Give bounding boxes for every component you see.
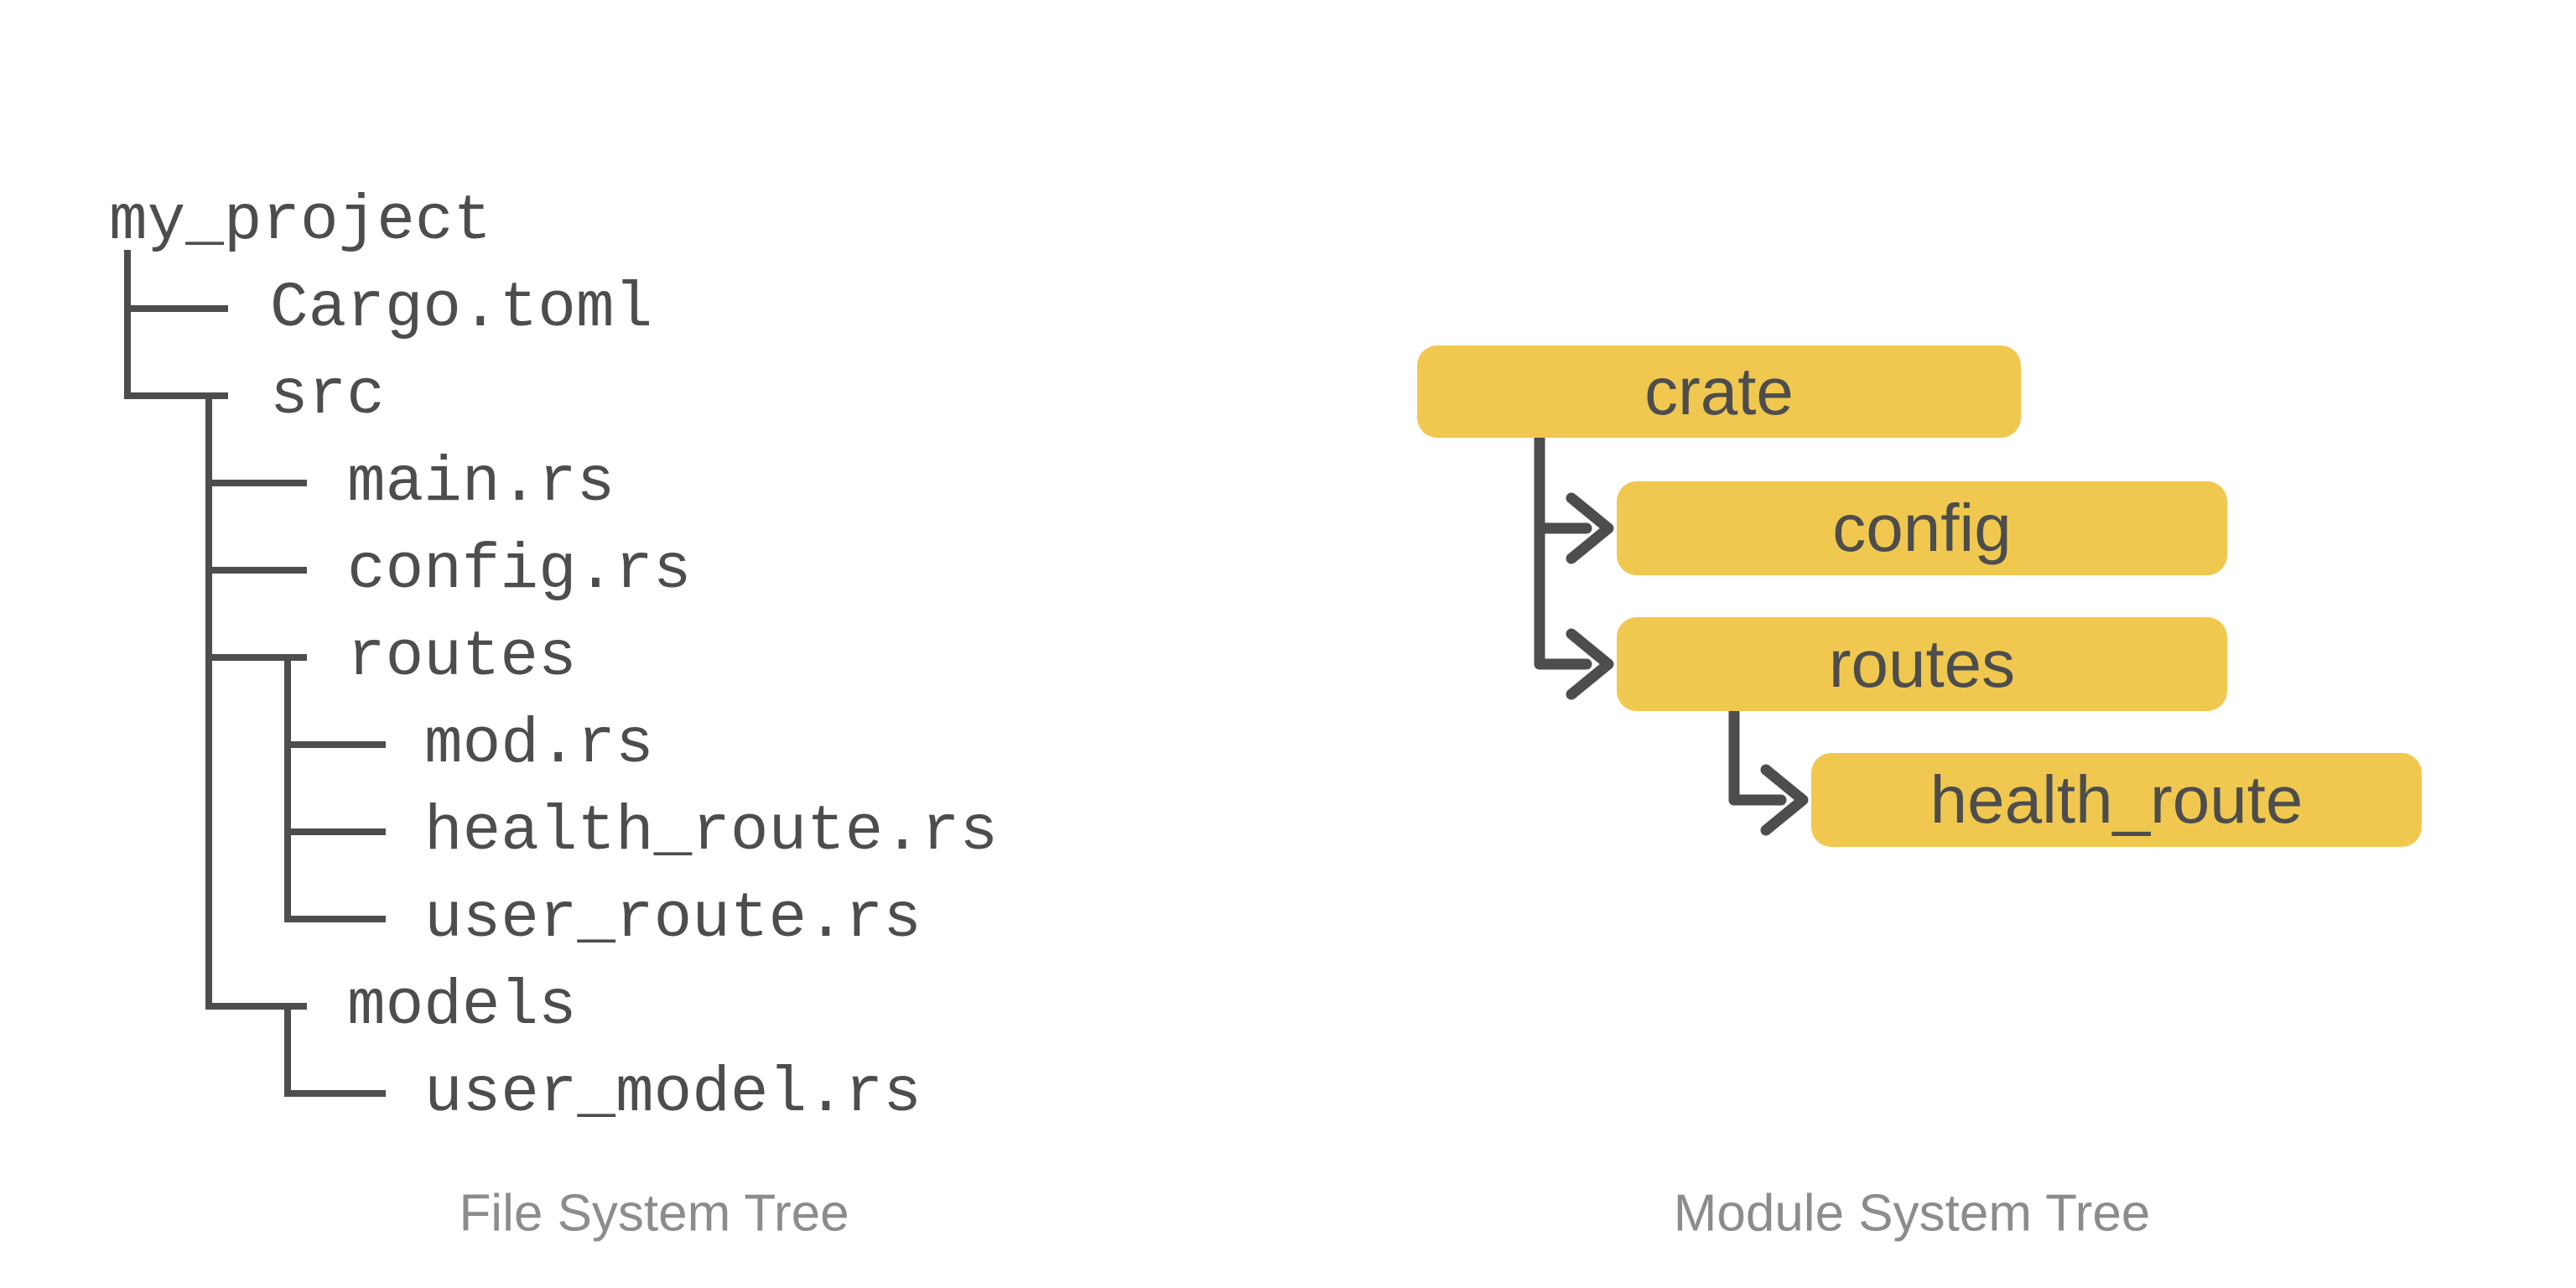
module-box-routes: routes bbox=[1617, 617, 2227, 711]
file-node-config-rs: config.rs bbox=[347, 534, 692, 606]
arrowhead-routes bbox=[1566, 628, 1614, 700]
file-node-user-route-rs: user_route.rs bbox=[424, 883, 922, 955]
file-node-models-dir: models bbox=[347, 970, 577, 1042]
file-node-routes-dir: routes bbox=[347, 621, 577, 693]
module-box-crate: crate bbox=[1417, 345, 2021, 438]
file-node-main-rs: main.rs bbox=[347, 447, 615, 519]
arrowhead-health-route bbox=[1760, 764, 1809, 836]
file-node-my-project: my_project bbox=[109, 185, 492, 257]
arrowhead-config bbox=[1566, 492, 1614, 564]
file-node-health-route-rs: health_route.rs bbox=[424, 796, 999, 868]
file-node-mod-rs: mod.rs bbox=[424, 709, 654, 781]
module-tree-caption: Module System Tree bbox=[1673, 1184, 2151, 1243]
file-node-src: src bbox=[270, 360, 385, 432]
file-node-cargo-toml: Cargo.toml bbox=[270, 273, 653, 345]
module-box-config: config bbox=[1617, 481, 2227, 575]
file-node-user-model-rs: user_model.rs bbox=[424, 1057, 922, 1130]
file-tree-caption: File System Tree bbox=[459, 1184, 849, 1243]
module-box-health-route: health_route bbox=[1811, 753, 2422, 847]
